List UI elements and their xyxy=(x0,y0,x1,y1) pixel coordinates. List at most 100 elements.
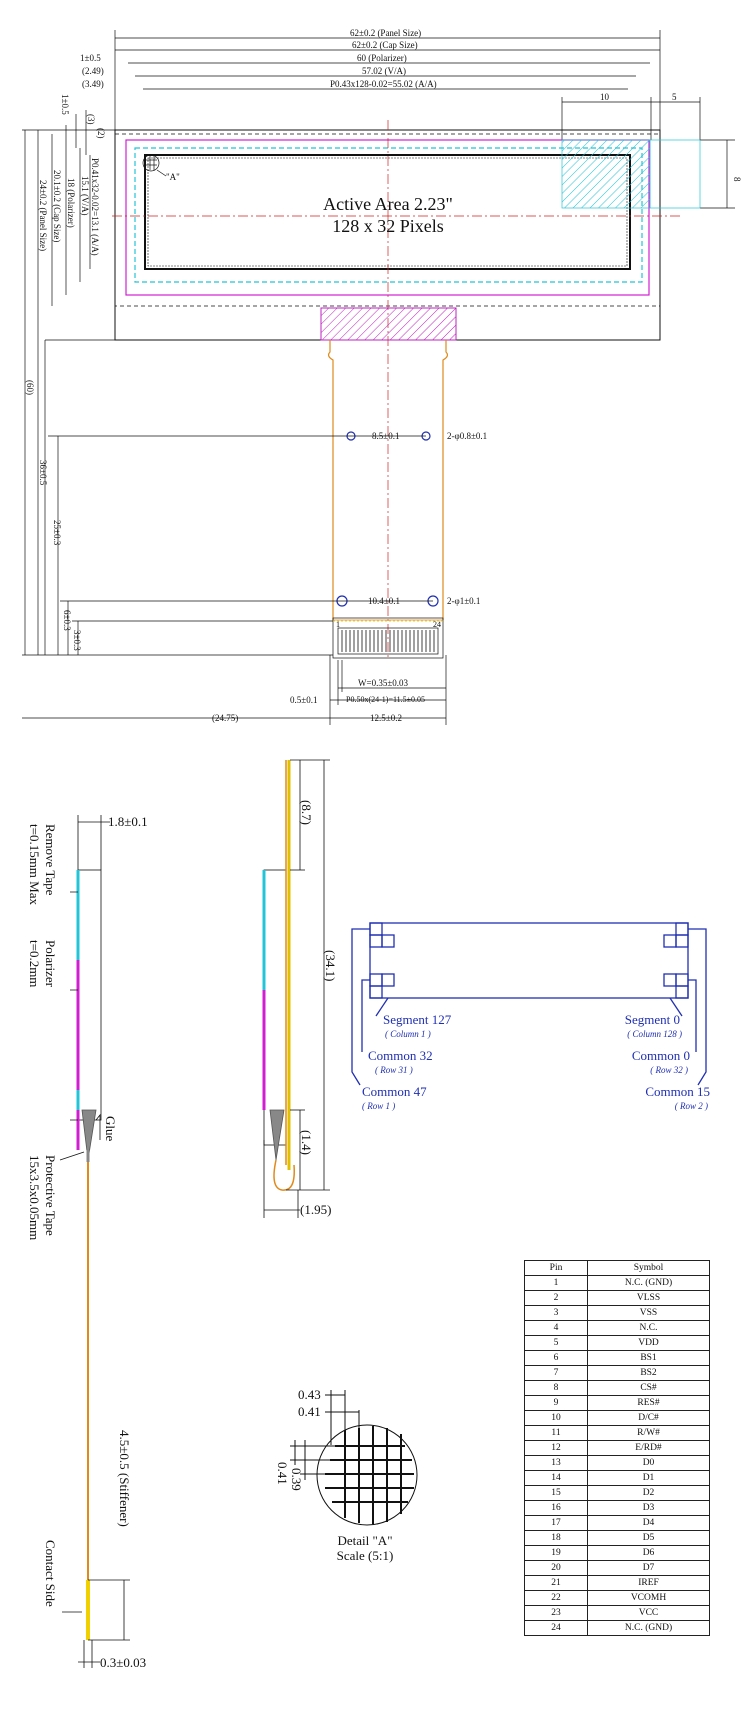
pin-symbol-cell: D/C# xyxy=(587,1410,710,1426)
bend-8-7: (8.7) xyxy=(299,800,314,825)
dim-8: 8 xyxy=(732,177,742,182)
dim-v-1-5: 1±0.5 xyxy=(60,94,70,115)
pin-symbol-cell: D1 xyxy=(587,1470,710,1486)
pin-symbol-cell: D7 xyxy=(587,1560,710,1576)
pin-symbol-cell: VDD xyxy=(587,1335,710,1351)
pm-row32: ( Row 32 ) xyxy=(650,1065,688,1075)
dim-va: 57.02 (V/A) xyxy=(362,66,406,76)
pm-row1: ( Row 1 ) xyxy=(362,1101,395,1111)
dim-5: 5 xyxy=(672,92,677,102)
pin-number-cell: 15 xyxy=(524,1485,588,1501)
dim-hole-spacing: 8.5±0.1 xyxy=(372,431,399,441)
detail-039: 0.39 xyxy=(289,1468,304,1491)
pin-symbol-cell: VLSS xyxy=(587,1290,710,1306)
pm-com47: Common 47 xyxy=(362,1084,427,1099)
pm-seg127: Segment 127 xyxy=(383,1012,452,1027)
pm-col1: ( Column 1 ) xyxy=(385,1029,431,1039)
pin-number-cell: 13 xyxy=(524,1455,588,1471)
dim-v-3b: 3±0.3 xyxy=(72,630,82,651)
pin-symbol-cell: VCC xyxy=(587,1605,710,1621)
pin-number-cell: 3 xyxy=(524,1305,588,1321)
bend-1-95: (1.95) xyxy=(300,1202,331,1217)
pm-com32: Common 32 xyxy=(368,1048,433,1063)
dim-v-pol: 18 (Polarizer) xyxy=(66,178,76,228)
side-fpc-thickness: 0.3±0.03 xyxy=(100,1655,146,1670)
bend-34-1: (34.1) xyxy=(323,950,338,981)
pixel-map xyxy=(351,922,707,1086)
pin-symbol-cell: VCOMH xyxy=(587,1590,710,1606)
dim-v-6: 6±0.3 xyxy=(62,610,72,631)
dim-1-5: 1±0.5 xyxy=(80,53,101,63)
pin-last-label: 24 xyxy=(433,620,441,629)
dim-v-36: 36±0.5 xyxy=(38,460,48,486)
pin-number-cell: 18 xyxy=(524,1530,588,1546)
pin-symbol-cell: D0 xyxy=(587,1455,710,1471)
dim-3-49: (3.49) xyxy=(82,79,104,89)
dim-2-49: (2.49) xyxy=(82,66,104,76)
top-view xyxy=(22,30,735,725)
dim-v-cap: 20.1±0.2 (Cap Size) xyxy=(52,170,62,242)
side-stiffener: 4.5±0.5 (Stiffener) xyxy=(117,1430,132,1527)
pin-number-cell: 9 xyxy=(524,1395,588,1411)
side-polarizer: Polarizer xyxy=(43,940,58,988)
pin-symbol-cell: D3 xyxy=(587,1500,710,1516)
bend-1-4: (1.4) xyxy=(299,1130,314,1155)
pin-number-cell: 6 xyxy=(524,1350,588,1366)
detail-041: 0.41 xyxy=(298,1404,321,1419)
pin-symbol-cell: D4 xyxy=(587,1515,710,1531)
detail-a xyxy=(290,1390,418,1526)
dim-v-3: (3) xyxy=(86,114,96,125)
detail-041v: 0.41 xyxy=(275,1462,290,1485)
dim-v-aa: P0.41x32-0.02=13.1 (A/A) xyxy=(90,158,100,256)
pin-number-cell: 22 xyxy=(524,1590,588,1606)
pin-symbol-cell: N.C. xyxy=(587,1320,710,1336)
pin-symbol-cell: BS1 xyxy=(587,1350,710,1366)
pin-table-header: Pin Symbol xyxy=(524,1260,710,1276)
pin-symbol-cell: CS# xyxy=(587,1380,710,1396)
dim-w: W=0.35±0.03 xyxy=(358,678,409,688)
side-glue: Glue xyxy=(103,1116,118,1142)
pin-number-cell: 24 xyxy=(524,1620,588,1636)
side-remove-tape: Remove Tape xyxy=(43,824,58,896)
active-area-pixels: 128 x 32 Pixels xyxy=(332,216,444,236)
pin-symbol-cell: E/RD# xyxy=(587,1440,710,1456)
side-remove-tape-t: t=0.15mm Max xyxy=(27,824,42,905)
pin-symbol-cell: IREF xyxy=(587,1575,710,1591)
side-protective-tape-dim: 15x3.5x0.05mm xyxy=(27,1155,42,1240)
pin-symbol-cell: D6 xyxy=(587,1545,710,1561)
pin-symbol-cell: R/W# xyxy=(587,1425,710,1441)
dim-12-5: 12.5±0.2 xyxy=(370,713,402,723)
pm-row31: ( Row 31 ) xyxy=(375,1065,413,1075)
side-protective-tape: Protective Tape xyxy=(43,1155,58,1236)
pin-header: Pin xyxy=(524,1260,588,1276)
dim-24-75: (24.75) xyxy=(212,713,238,723)
pin-number-cell: 2 xyxy=(524,1290,588,1306)
pin-number-cell: 16 xyxy=(524,1500,588,1516)
side-polarizer-t: t=0.2mm xyxy=(27,940,42,987)
dim-hole2-dia: 2-φ1±0.1 xyxy=(447,596,480,606)
pin-symbol-cell: D2 xyxy=(587,1485,710,1501)
dim-polarizer: 60 (Polarizer) xyxy=(357,53,407,63)
pin-number-cell: 10 xyxy=(524,1410,588,1426)
pin-number-cell: 20 xyxy=(524,1560,588,1576)
pin-number-cell: 4 xyxy=(524,1320,588,1336)
dim-10: 10 xyxy=(600,92,610,102)
